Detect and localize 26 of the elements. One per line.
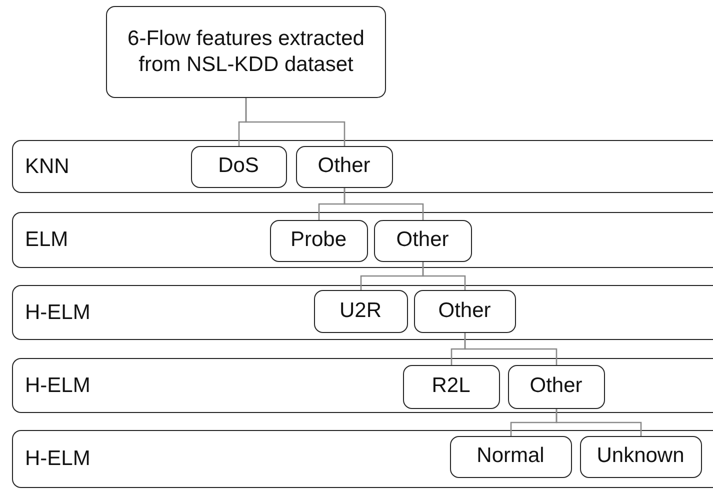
connector-line	[245, 98, 346, 146]
connector-line	[422, 262, 466, 290]
class-box: Normal	[450, 436, 572, 478]
class-box: Other	[414, 290, 516, 332]
classifier-label: H-ELM	[25, 374, 90, 398]
classifier-band	[12, 212, 713, 268]
class-box: Other	[374, 220, 472, 262]
classifier-label: H-ELM	[25, 447, 90, 471]
classifier-band	[12, 285, 713, 340]
input-box: 6-Flow features extracted from NSL-KDD dataset	[106, 6, 386, 98]
class-box: Other	[296, 146, 392, 188]
classifier-label: ELM	[25, 228, 68, 252]
classifier-label: KNN	[25, 154, 70, 178]
class-box: U2R	[314, 290, 408, 332]
class-box: Probe	[270, 220, 368, 262]
classifier-band	[12, 140, 713, 193]
class-box: DoS	[190, 146, 286, 188]
classifier-band	[12, 358, 713, 413]
connector-line	[556, 409, 642, 436]
connector-line	[464, 333, 558, 365]
classifier-label: H-ELM	[25, 300, 90, 324]
class-box: R2L	[402, 364, 500, 408]
classifier-band	[12, 430, 713, 488]
class-box: Unknown	[580, 436, 702, 478]
class-box: Other	[508, 364, 604, 408]
connector-line	[344, 188, 424, 220]
